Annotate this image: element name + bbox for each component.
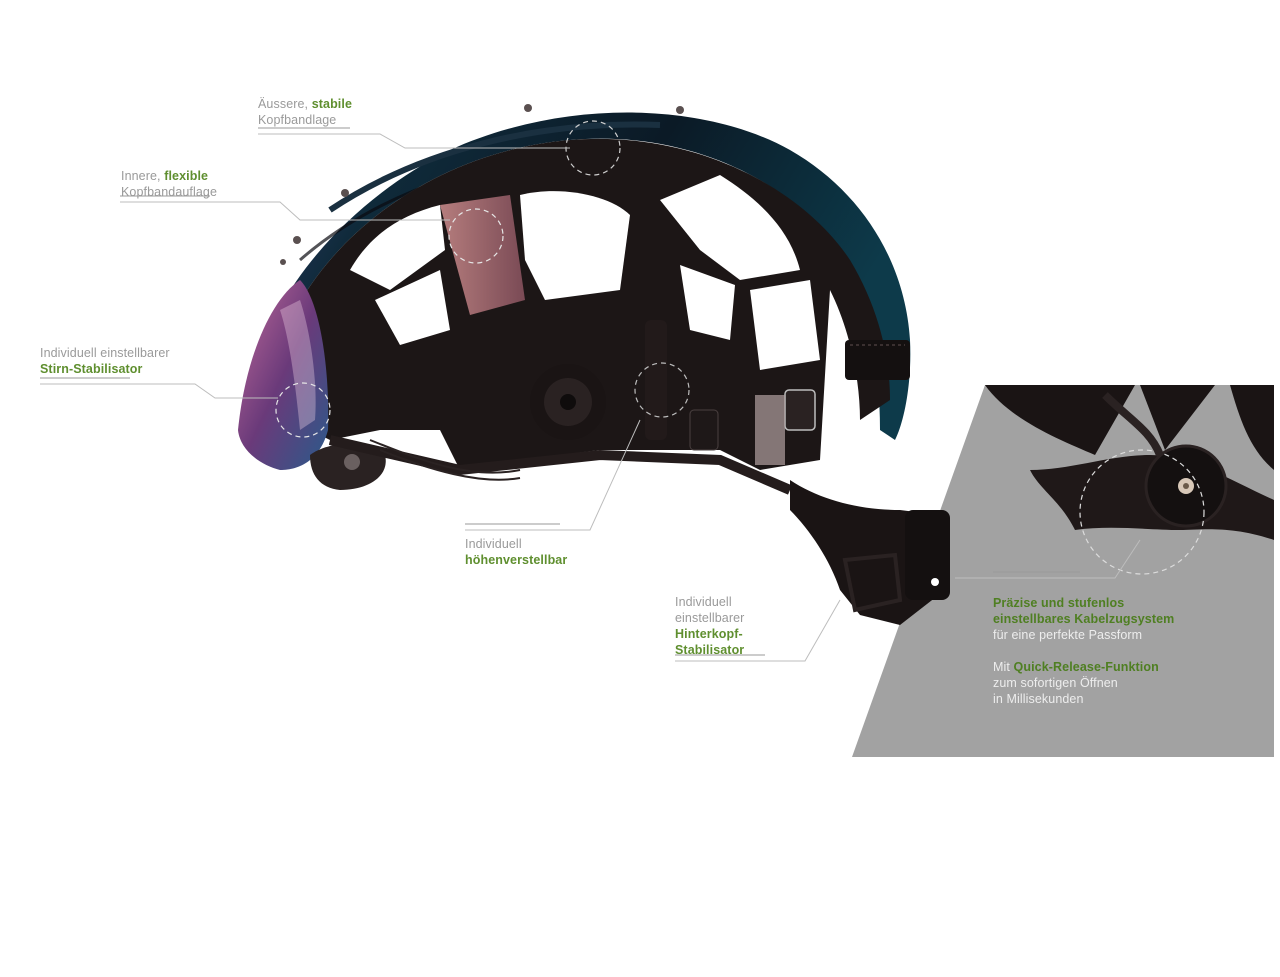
rear-dial-detail: [985, 385, 1274, 575]
label-accent: stabile: [311, 97, 353, 111]
label-cable-system: Präzise und stufenlos einstellbares Kabe…: [993, 595, 1174, 707]
dashed-focus-circle: [448, 208, 504, 264]
label-text: zum sofortigen Öffnen: [993, 676, 1118, 690]
underline-accents: [40, 127, 1080, 656]
label-text: Innere,: [121, 169, 165, 183]
label-text: Mit: [993, 660, 1014, 674]
dashed-focus-circle: [275, 382, 331, 438]
label-accent: Präzise und stufenlos: [993, 596, 1125, 610]
label-text: Individuell: [465, 537, 522, 551]
label-text: Individuell: [675, 595, 732, 609]
dashed-focus-circle: [634, 362, 690, 418]
leader-lines: [40, 133, 1141, 662]
label-accent: Hinterkopf-: [675, 627, 743, 641]
label-text: Kopfbandauflage: [121, 185, 218, 199]
label-height-adjustable: Individuell höhenverstellbar: [465, 536, 567, 568]
helmet-illustration: [238, 104, 950, 625]
label-accent: höhenverstellbar: [465, 553, 568, 567]
label-accent: einstellbares Kabelzugsystem: [993, 612, 1175, 626]
label-accent: flexible: [164, 169, 209, 183]
label-accent: Stabilisator: [675, 643, 745, 657]
label-text: Individuell einstellbarer: [40, 346, 170, 360]
label-text: einstellbarer: [675, 611, 745, 625]
label-text: Äussere,: [258, 97, 312, 111]
label-text: in Millisekunden: [993, 692, 1084, 706]
label-accent: Quick-Release-Funktion: [1013, 660, 1159, 674]
label-accent: Stirn-Stabilisator: [40, 362, 143, 376]
label-forehead-stabilizer: Individuell einstellbarer Stirn-Stabilis…: [40, 345, 170, 377]
label-inner-band: Innere, flexible Kopfbandauflage: [121, 168, 217, 200]
label-text: Kopfbandlage: [258, 113, 337, 127]
label-outer-band: Äussere, stabile Kopfbandlage: [258, 96, 352, 128]
label-text: für eine perfekte Passform: [993, 628, 1143, 642]
label-back-head-stabilizer: Individuell einstellbarer Hinterkopf- St…: [675, 594, 744, 658]
